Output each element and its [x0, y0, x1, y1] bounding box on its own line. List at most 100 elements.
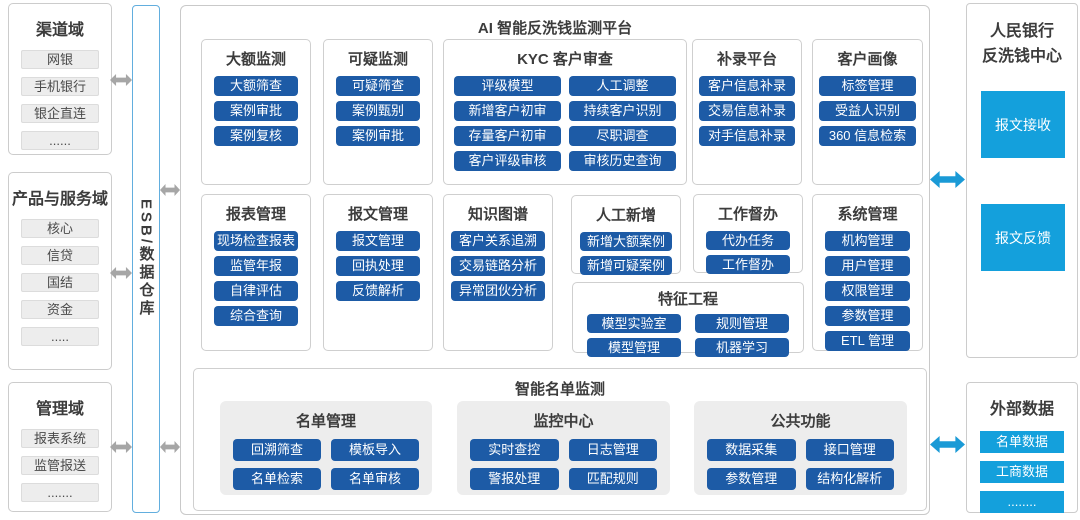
section-suspicious-monitoring: 可疑监测 可疑筛查案例甄别案例审批	[323, 39, 433, 185]
section-title: 智能名单监测	[514, 381, 605, 398]
section-work-supervision: 工作督办 代办任务工作督办	[693, 194, 803, 274]
module-chip: 接口管理	[805, 439, 894, 461]
section-title: KYC 客户审查	[517, 51, 613, 68]
external-data-chip: 名单数据	[980, 431, 1064, 453]
module-chip: 参数管理	[707, 468, 796, 490]
pboc-title-line1: 人民银行	[989, 23, 1054, 40]
product-service-domain-box: 产品与服务域 核心信贷国结资金.....	[8, 172, 112, 370]
module-chip: 标签管理	[819, 76, 916, 96]
channel-domain-box: 渠道域 网银手机银行银企直连......	[8, 3, 112, 155]
message-receive-block: 报文接收	[981, 91, 1065, 158]
module-chip: 360 信息检索	[819, 126, 916, 146]
module-chip: 参数管理	[825, 306, 910, 326]
double-arrow-icon	[110, 74, 132, 86]
module-chip: 对手信息补录	[699, 126, 795, 146]
section-title: 可疑监测	[347, 51, 408, 68]
module-chip: 持续客户识别	[569, 101, 676, 121]
module-chip: 工作督办	[706, 255, 790, 274]
section-title: 报表管理	[225, 206, 286, 223]
section-items: 代办任务工作督办	[694, 231, 802, 274]
module-chip: 监管年报	[214, 256, 298, 276]
module-chip: 名单审核	[331, 468, 419, 490]
system-pill: 核心	[21, 219, 99, 238]
module-chip: 案例复核	[214, 126, 298, 146]
module-chip: 存量客户初审	[454, 126, 561, 146]
module-chip: 新增客户初审	[454, 101, 561, 121]
double-arrow-icon	[110, 267, 132, 279]
system-pill: 手机银行	[21, 77, 99, 96]
module-chip: ETL 管理	[825, 331, 910, 351]
section-report-management: 报表管理 现场检查报表监管年报自律评估综合查询	[201, 194, 311, 351]
module-chip: 人工调整	[569, 76, 676, 96]
double-arrow-icon	[160, 184, 180, 196]
section-title: 工作督办	[717, 206, 778, 223]
module-chip: 规则管理	[695, 314, 789, 333]
module-chip: 权限管理	[825, 281, 910, 301]
module-chip: 日志管理	[568, 439, 657, 461]
section-items: 客户关系追溯交易链路分析异常团伙分析	[444, 231, 552, 301]
message-feedback-block: 报文反馈	[981, 204, 1065, 271]
module-chip: 回溯筛查	[233, 439, 321, 461]
section-title: 大额监测	[225, 51, 286, 68]
section-items: 大额筛查案例审批案例复核	[202, 76, 310, 146]
module-chip: 大额筛查	[214, 76, 298, 96]
module-chip: 客户信息补录	[699, 76, 795, 96]
group-items: 实时查控日志管理警报处理匹配规则	[457, 439, 670, 490]
section-supplement-platform: 补录平台 客户信息补录交易信息补录对手信息补录	[692, 39, 802, 185]
group-items: 数据采集接口管理参数管理结构化解析	[694, 439, 907, 490]
external-data-items: 名单数据工商数据........	[967, 431, 1077, 513]
pboc-title-line2: 反洗钱中心	[981, 47, 1062, 65]
product-service-domain-items: 核心信贷国结资金.....	[9, 219, 111, 346]
module-chip: 交易信息补录	[699, 101, 795, 121]
section-items: 模型实验室规则管理模型管理机器学习	[573, 314, 803, 357]
group-title: 监控中心	[533, 413, 594, 430]
module-chip: 数据采集	[707, 439, 796, 461]
module-chip: 可疑筛查	[336, 76, 420, 96]
system-pill: .....	[21, 327, 99, 346]
esb-data-warehouse-bar: ESB/数据仓库	[132, 5, 160, 513]
module-chip: 回执处理	[336, 256, 420, 276]
section-kyc-review: KYC 客户审查 评级模型人工调整新增客户初审持续客户识别存量客户初审尽职调查客…	[443, 39, 687, 185]
module-chip: 案例审批	[336, 126, 420, 146]
section-large-amount-monitoring: 大额监测 大额筛查案例审批案例复核	[201, 39, 311, 185]
section-title: 客户画像	[837, 51, 898, 68]
platform-container: AI 智能反洗钱监测平台 大额监测 大额筛查案例审批案例复核 可疑监测 可疑筛查…	[180, 5, 930, 515]
group-list-management: 名单管理 回溯筛查模板导入名单检索名单审核	[220, 401, 432, 495]
module-chip: 现场检查报表	[214, 231, 298, 251]
section-smart-list-monitoring: 智能名单监测 名单管理 回溯筛查模板导入名单检索名单审核 监控中心 实时查控日志…	[193, 368, 927, 511]
group-items: 回溯筛查模板导入名单检索名单审核	[220, 439, 432, 490]
esb-label: ESB/数据仓库	[137, 199, 155, 319]
module-chip: 案例审批	[214, 101, 298, 121]
module-chip: 机器学习	[695, 338, 789, 357]
module-chip: 自律评估	[214, 281, 298, 301]
section-items: 现场检查报表监管年报自律评估综合查询	[202, 231, 310, 326]
module-chip: 实时查控	[470, 439, 559, 461]
section-title: 系统管理	[837, 206, 898, 223]
section-message-management: 报文管理 报文管理回执处理反馈解析	[323, 194, 433, 351]
system-pill: 监管报送	[21, 456, 99, 475]
module-chip: 匹配规则	[568, 468, 657, 490]
management-domain-items: 报表系统监管报送.......	[9, 429, 111, 502]
module-chip: 新增可疑案例	[580, 256, 672, 275]
section-knowledge-graph: 知识图谱 客户关系追溯交易链路分析异常团伙分析	[443, 194, 553, 351]
product-service-domain-title: 产品与服务域	[11, 191, 108, 208]
external-data-chip: 工商数据	[980, 461, 1064, 483]
system-pill: ......	[21, 131, 99, 150]
double-arrow-icon	[930, 436, 965, 453]
section-feature-engineering: 特征工程 模型实验室规则管理模型管理机器学习	[572, 282, 804, 357]
section-items: 可疑筛查案例甄别案例审批	[324, 76, 432, 146]
module-chip: 警报处理	[470, 468, 559, 490]
section-items: 客户信息补录交易信息补录对手信息补录	[693, 76, 801, 146]
section-title: 人工新增	[595, 207, 656, 224]
module-chip: 模型实验室	[587, 314, 681, 333]
section-manual-add: 人工新增 新增大额案例新增可疑案例	[571, 195, 681, 275]
module-chip: 模板导入	[331, 439, 419, 461]
module-chip: 交易链路分析	[451, 256, 545, 276]
platform-title: AI 智能反洗钱监测平台	[477, 20, 633, 37]
double-arrow-icon	[930, 171, 965, 188]
